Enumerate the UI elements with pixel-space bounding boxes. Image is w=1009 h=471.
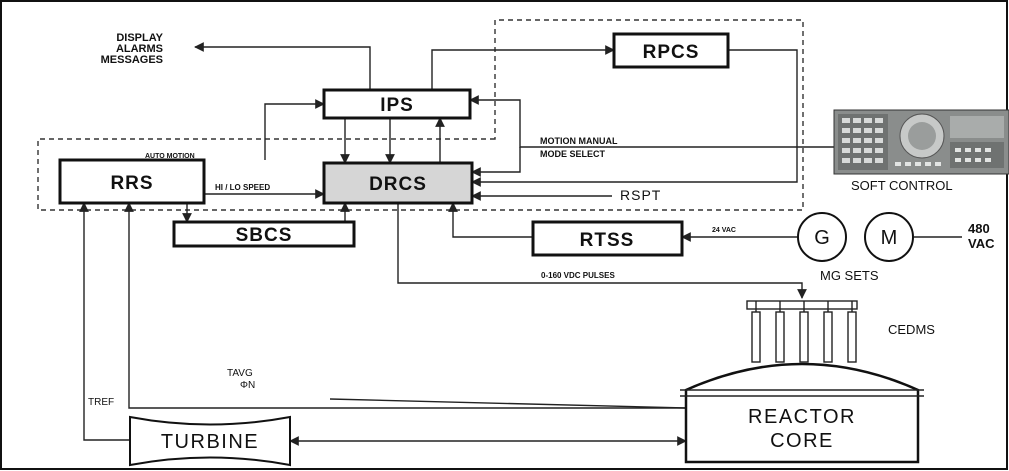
vac-480-label-line2: VAC — [968, 236, 995, 251]
rrs-label: RRS — [110, 173, 153, 194]
rpcs-label: RPCS — [643, 42, 700, 63]
turbine-label: TURBINE — [161, 431, 259, 453]
display-label-line3: MESSAGES — [101, 54, 163, 66]
ips-to-rpcs-line — [432, 50, 614, 90]
vac-480-label-line1: 480 — [968, 221, 990, 236]
tavg-label: TAVG — [227, 368, 253, 379]
cedms-label: CEDMS — [888, 322, 935, 337]
mode-select-to-ips-line — [470, 100, 834, 147]
rpcs-to-drcs-line — [472, 50, 797, 182]
vdc-pulses-label: 0-160 VDC PULSES — [541, 271, 615, 280]
cedm-rods — [747, 301, 857, 362]
ips-to-display-line — [195, 47, 370, 90]
reactor-label-line2: CORE — [770, 430, 834, 452]
rtss-label: RTSS — [580, 230, 635, 251]
rspt-label: RSPT — [620, 187, 661, 203]
soft-control-to-drcs-line — [472, 147, 520, 172]
tref-label: TREF — [88, 397, 114, 408]
phi-n-label: ΦN — [240, 380, 255, 391]
motion-manual-label: MOTION MANUAL — [540, 136, 618, 146]
motor-label: M — [881, 227, 898, 249]
tavg-signal-line — [330, 399, 686, 408]
hi-lo-speed-label: HI / LO SPEED — [215, 183, 270, 192]
soft-control-panel — [834, 110, 1009, 174]
drcs-label: DRCS — [369, 174, 427, 195]
generator-label: G — [814, 227, 830, 249]
auto-motion-label: AUTO MOTION — [145, 153, 195, 160]
ips-label: IPS — [380, 95, 414, 116]
reactor-label-line1: REACTOR — [748, 406, 856, 428]
rtss-to-drcs-line — [453, 203, 533, 237]
mode-select-label: MODE SELECT — [540, 149, 606, 159]
rrs-to-ips-line — [265, 104, 324, 160]
soft-control-label: SOFT CONTROL — [851, 178, 953, 193]
sbcs-label: SBCS — [236, 225, 293, 246]
mg-sets-label: MG SETS — [820, 268, 879, 283]
vac-24-label: 24 VAC — [712, 227, 736, 234]
